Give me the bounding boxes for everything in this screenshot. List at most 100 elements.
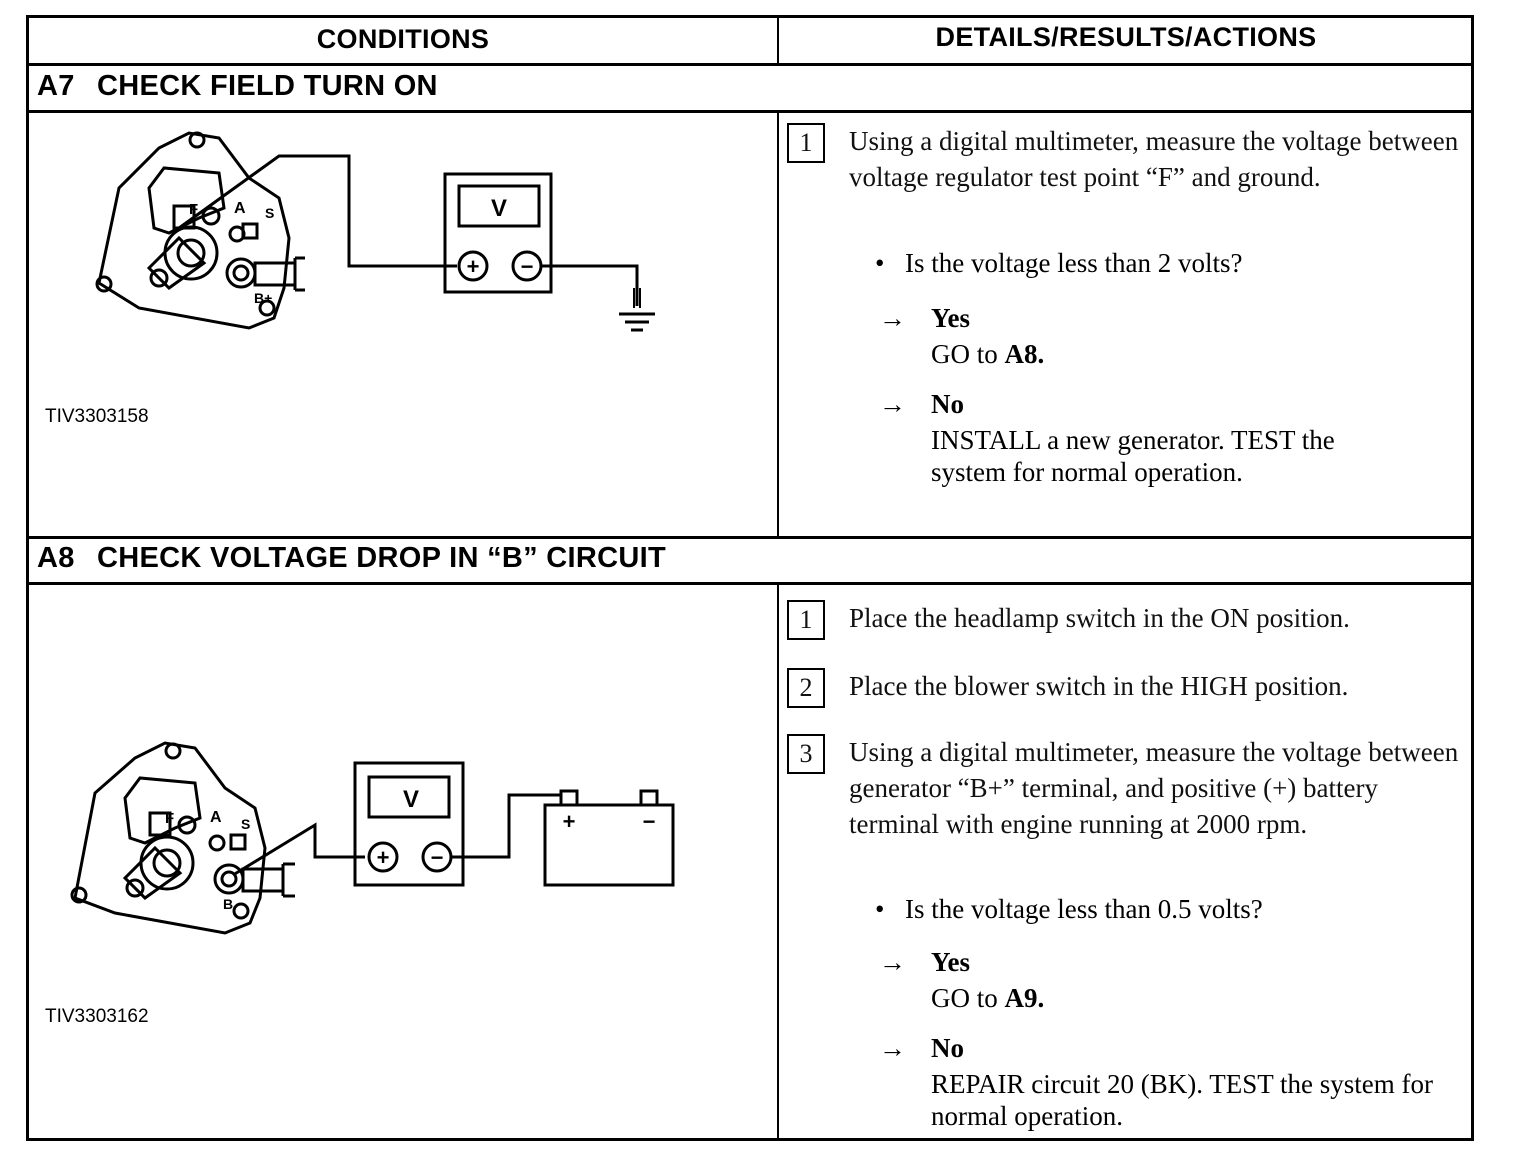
section-number: A7 [37, 70, 75, 102]
bracket [146, 235, 207, 290]
bracket-hole [149, 268, 169, 288]
bracket-hole [125, 878, 145, 898]
mount-hole [188, 131, 206, 149]
mount-hole [95, 275, 113, 293]
s-terminal [241, 222, 259, 240]
a8-wiring-diagram: V + − + − F A S B [70, 741, 675, 935]
question-text: Is the voltage less than 2 volts? [905, 248, 1243, 278]
divider [29, 536, 1471, 539]
minus-jack-label: − [431, 845, 444, 870]
section-title: CHECK FIELD TURN ON [97, 70, 438, 102]
ground-probe [633, 288, 641, 308]
plus-jack-label: + [467, 254, 480, 279]
terminal-b-label: B [223, 896, 233, 912]
answer-action: GO to A9. [931, 982, 1491, 1014]
mount-hole [164, 742, 182, 760]
column-divider [777, 582, 779, 1141]
connector-clip [281, 862, 295, 898]
battery-minus-label: − [643, 809, 656, 834]
b-stud-inner [220, 870, 238, 888]
step-text: Place the blower switch in the HIGH posi… [849, 671, 1349, 701]
test-point-a [201, 206, 221, 226]
multimeter-display [457, 184, 541, 228]
connector-clip [293, 256, 305, 292]
arrow-icon: → [879, 947, 906, 977]
arrow-icon: → [879, 1033, 906, 1063]
details-header: DETAILS/RESULTS/ACTIONS [935, 22, 1317, 52]
terminal-s-label: S [241, 816, 250, 832]
answer-label: No [931, 1033, 964, 1063]
step-text: Using a digital multimeter, measure the … [849, 737, 1459, 839]
terminal-f-label: F [165, 810, 174, 827]
meter-label: V [403, 786, 419, 813]
mount-hole [232, 902, 250, 920]
terminal-b-label: B+ [254, 290, 272, 306]
probe-wire-positive [178, 154, 457, 268]
section-number: A8 [37, 542, 75, 574]
figure-id: TIV3303162 [45, 1006, 149, 1027]
rotor-shaft [152, 848, 182, 878]
arrow-icon: → [879, 303, 906, 333]
answer-label: No [931, 389, 964, 419]
answer-label: Yes [931, 947, 970, 977]
multimeter-display [367, 775, 451, 819]
action-prefix: GO to [931, 983, 1005, 1013]
plus-jack-label: + [377, 845, 390, 870]
regulator-body [147, 166, 226, 235]
multimeter [353, 761, 465, 887]
mount-hole [70, 886, 88, 904]
a7-question: • Is the voltage less than 2 volts? [875, 248, 1242, 279]
step-text: Using a digital multimeter, measure the … [849, 126, 1459, 192]
alternator-outline [73, 741, 267, 935]
step-number: 2 [787, 668, 825, 708]
divider [29, 63, 1471, 66]
a7-wiring-diagram: V + − F A S B+ [95, 131, 655, 332]
answer-action: REPAIR circuit 20 (BK). TEST the system … [931, 1069, 1433, 1131]
divider [29, 110, 1471, 113]
ground-icon [619, 312, 655, 332]
mount-hole [258, 299, 276, 317]
minus-jack-label: − [521, 254, 534, 279]
figure-id: TIV3303158 [45, 406, 149, 427]
column-divider [777, 110, 779, 536]
question-text: Is the voltage less than 0.5 volts? [905, 894, 1263, 924]
terminal-a-label: A [234, 200, 246, 217]
probe-wire-positive [232, 822, 365, 877]
plus-jack [367, 841, 399, 873]
terminal-s-label: S [265, 205, 274, 221]
s-terminal [229, 833, 247, 851]
f-terminal [148, 811, 172, 837]
step-number: 1 [787, 600, 825, 640]
bracket [122, 845, 183, 900]
plus-jack [457, 250, 489, 282]
answer-action: INSTALL a new generator. TEST the system… [931, 425, 1335, 487]
meter-label: V [491, 195, 507, 222]
b-plus-stud [225, 257, 257, 289]
terminal-f-label: F [189, 201, 198, 218]
ground-wire [541, 264, 639, 306]
b-plus-stud-inner [232, 264, 250, 282]
battery-negative-post [639, 789, 659, 807]
section-a7-heading: A7 CHECK FIELD TURN ON [37, 70, 438, 103]
b-stud [213, 863, 245, 895]
multimeter [443, 172, 553, 294]
action-prefix: GO to [931, 339, 1005, 369]
battery-positive-post [559, 789, 579, 807]
section-title: CHECK VOLTAGE DROP IN “B” CIRCUIT [97, 542, 666, 574]
column-divider [777, 18, 779, 63]
regulator-body [123, 776, 202, 845]
answer-action: GO to A8. [931, 338, 1491, 370]
battery [543, 803, 675, 887]
alternator-outline [97, 131, 291, 330]
test-point-s [208, 834, 226, 852]
bullet-icon: • [875, 248, 885, 278]
step-text: Place the headlamp switch in the ON posi… [849, 603, 1350, 633]
step-number: 3 [787, 734, 825, 774]
action-ref: A9. [1004, 983, 1045, 1013]
test-point-a [177, 815, 197, 835]
battery-plus-label: + [563, 809, 576, 834]
a8-question: •Is the voltage less than 0.5 volts? [875, 894, 1263, 925]
conditions-header: CONDITIONS [316, 24, 490, 54]
rotor-shaft [176, 238, 206, 268]
action-ref: A8. [1004, 339, 1045, 369]
